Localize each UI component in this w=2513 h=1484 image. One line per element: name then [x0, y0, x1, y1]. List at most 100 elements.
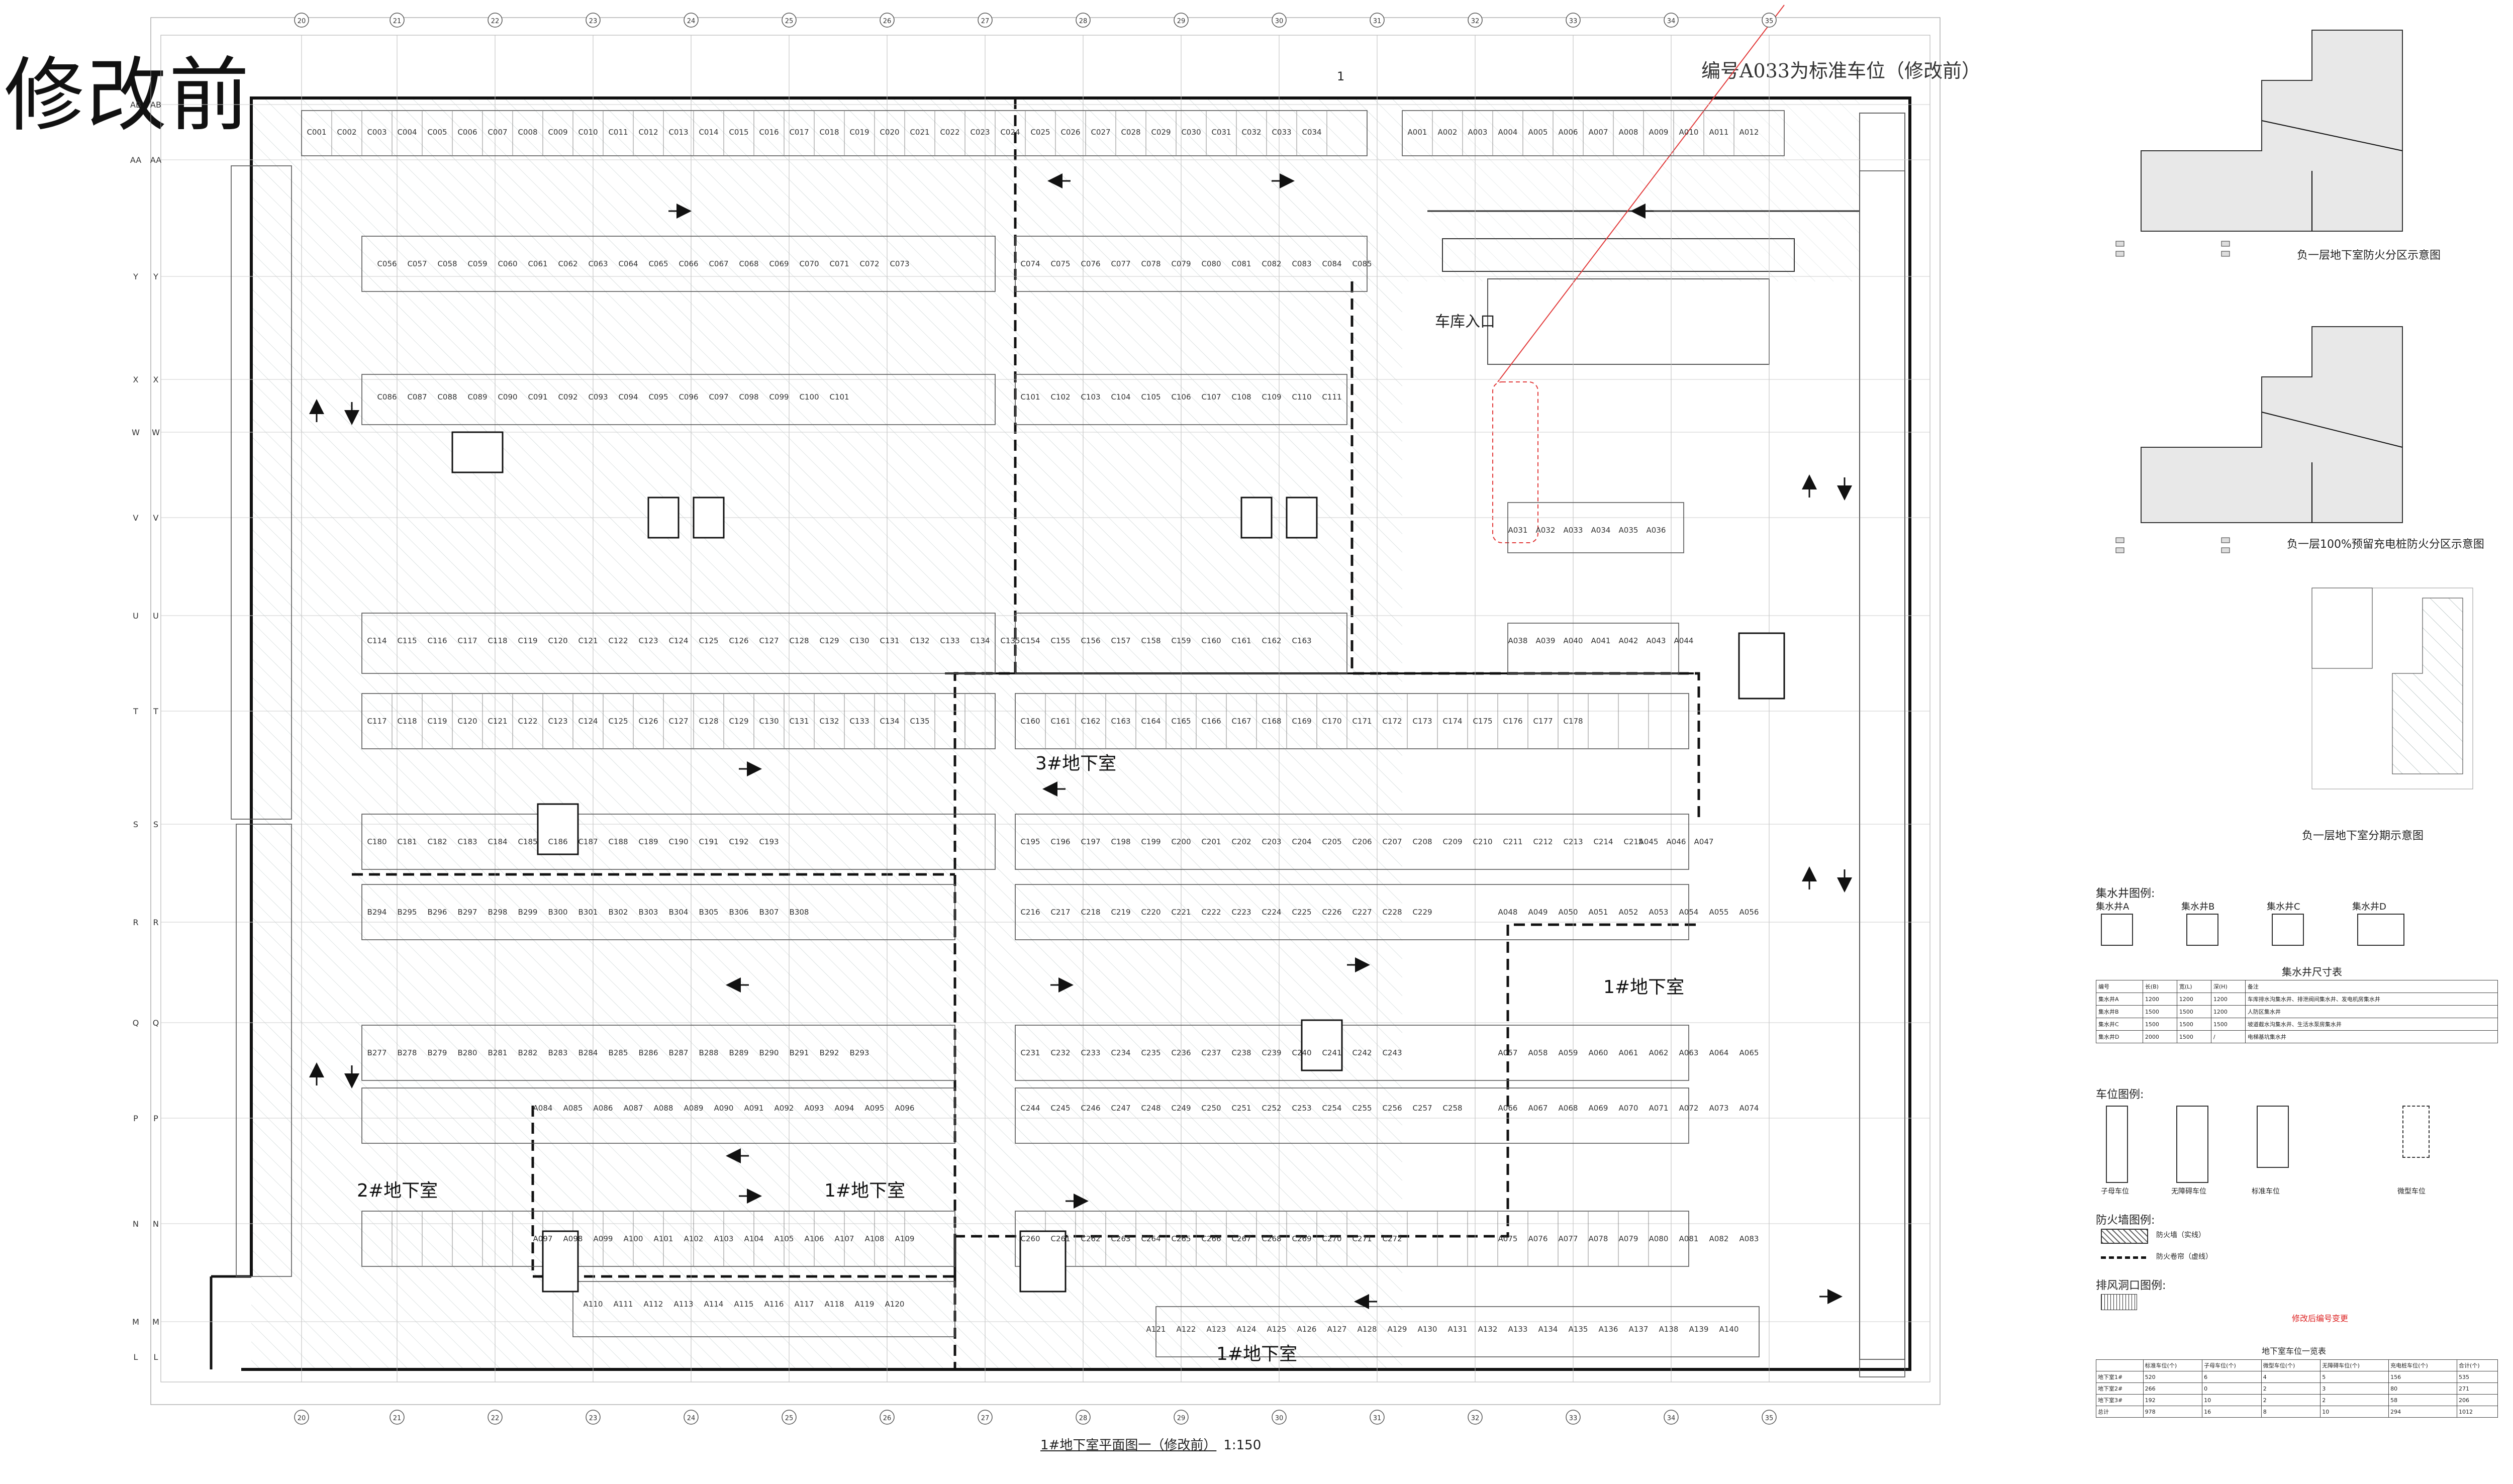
parking-stall-label[interactable]: C128	[699, 717, 718, 726]
parking-stall-label[interactable]: C160	[1201, 636, 1221, 645]
parking-stall-label[interactable]: C125	[699, 636, 718, 645]
parking-stall-label[interactable]: B281	[488, 1048, 508, 1057]
parking-stall-label[interactable]: C009	[548, 128, 567, 137]
parking-stall-label[interactable]: C201	[1201, 837, 1221, 846]
parking-stall-label[interactable]: B293	[850, 1048, 869, 1057]
parking-stall-label[interactable]: A131	[1448, 1325, 1468, 1334]
parking-stall-label[interactable]: A091	[744, 1104, 764, 1113]
parking-stall-label[interactable]: C168	[1262, 717, 1281, 726]
parking-stall-label[interactable]: C088	[437, 392, 457, 402]
parking-stall-label[interactable]: C101	[829, 392, 849, 402]
parking-stall-label[interactable]: A094	[835, 1104, 854, 1113]
parking-stall-label[interactable]: C020	[880, 128, 899, 137]
parking-stall-label[interactable]: C116	[427, 636, 447, 645]
parking-stall-label[interactable]: C214	[1593, 837, 1613, 846]
parking-stall-label[interactable]: A036	[1647, 526, 1666, 535]
parking-stall-label[interactable]: C070	[799, 259, 819, 268]
parking-stall-label[interactable]: C197	[1081, 837, 1100, 846]
parking-stall-label[interactable]: C107	[1201, 392, 1221, 402]
parking-stall-label[interactable]: C031	[1211, 128, 1231, 137]
parking-stall-label[interactable]: C207	[1382, 837, 1402, 846]
parking-stall-label[interactable]: C023	[970, 128, 990, 137]
parking-stall-label[interactable]: C164	[1141, 717, 1161, 726]
parking-stall-label[interactable]: A071	[1649, 1104, 1669, 1113]
parking-stall-label[interactable]: A001	[1408, 128, 1427, 137]
parking-stall-label[interactable]: C227	[1352, 908, 1372, 917]
parking-stall-label[interactable]: C120	[457, 717, 477, 726]
parking-stall-label[interactable]: C010	[578, 128, 598, 137]
parking-stall-label[interactable]: C072	[859, 259, 879, 268]
parking-stall-label[interactable]: C172	[1382, 717, 1402, 726]
parking-stall-label[interactable]: B287	[669, 1048, 689, 1057]
parking-stall-label[interactable]: A041	[1591, 636, 1611, 645]
parking-stall-label[interactable]: A089	[684, 1104, 704, 1113]
parking-stall-label[interactable]: A106	[805, 1234, 824, 1243]
parking-stall-label[interactable]: C065	[648, 259, 668, 268]
parking-stall-label[interactable]: B296	[428, 908, 447, 917]
parking-stall-label[interactable]: A136	[1599, 1325, 1618, 1334]
parking-stall-label[interactable]: C204	[1292, 837, 1311, 846]
parking-stall-label[interactable]: A127	[1327, 1325, 1347, 1334]
parking-stall-label[interactable]: C163	[1111, 717, 1130, 726]
parking-stall-label[interactable]: A064	[1709, 1048, 1729, 1057]
parking-stall-label[interactable]: C157	[1111, 636, 1130, 645]
parking-stall-label[interactable]: A119	[855, 1300, 875, 1309]
parking-stall-label[interactable]: C024	[1000, 128, 1020, 137]
parking-stall-label[interactable]: B308	[790, 908, 809, 917]
parking-stall-label[interactable]: A102	[684, 1234, 704, 1243]
parking-stall-label[interactable]: C118	[397, 717, 417, 726]
parking-stall-label[interactable]: C155	[1050, 636, 1070, 645]
parking-stall-label[interactable]: C103	[1081, 392, 1100, 402]
parking-stall-label[interactable]: C060	[498, 259, 517, 268]
parking-stall-label[interactable]: A049	[1528, 908, 1548, 917]
parking-stall-label[interactable]: C208	[1412, 837, 1432, 846]
parking-stall-label[interactable]: C132	[910, 636, 929, 645]
parking-stall-label[interactable]: A003	[1468, 128, 1488, 137]
parking-stall-label[interactable]: C224	[1262, 908, 1281, 917]
parking-stall-label[interactable]: C059	[467, 259, 487, 268]
parking-stall-label[interactable]: C069	[769, 259, 789, 268]
parking-stall-label[interactable]: C270	[1322, 1234, 1341, 1243]
parking-stall-label[interactable]: A047	[1694, 837, 1714, 846]
parking-stall-label[interactable]: C068	[739, 259, 758, 268]
parking-stall-label[interactable]: C133	[849, 717, 869, 726]
parking-stall-label[interactable]: C058	[437, 259, 457, 268]
parking-stall-label[interactable]: A122	[1177, 1325, 1196, 1334]
parking-stall-label[interactable]: A040	[1564, 636, 1583, 645]
parking-stall-label[interactable]: C263	[1111, 1234, 1130, 1243]
parking-stall-label[interactable]: C097	[709, 392, 728, 402]
parking-stall-label[interactable]: A034	[1591, 526, 1611, 535]
parking-stall-label[interactable]: A130	[1418, 1325, 1437, 1334]
parking-stall-label[interactable]: A107	[835, 1234, 854, 1243]
parking-stall-label[interactable]: A097	[533, 1234, 553, 1243]
parking-stall-label[interactable]: C066	[679, 259, 698, 268]
parking-stall-label[interactable]: C082	[1262, 259, 1281, 268]
parking-stall-label[interactable]: C239	[1262, 1048, 1281, 1057]
parking-stall-label[interactable]: C205	[1322, 837, 1341, 846]
parking-stall-label[interactable]: A070	[1619, 1104, 1638, 1113]
parking-stall-label[interactable]: C084	[1322, 259, 1341, 268]
parking-stall-label[interactable]: A138	[1659, 1325, 1679, 1334]
parking-stall-label[interactable]: B282	[518, 1048, 538, 1057]
parking-stall-label[interactable]: A056	[1739, 908, 1759, 917]
parking-stall-label[interactable]: C134	[970, 636, 990, 645]
parking-stall-label[interactable]: C252	[1262, 1104, 1281, 1113]
parking-stall-label[interactable]: B283	[548, 1048, 568, 1057]
parking-stall-label[interactable]: C188	[608, 837, 628, 846]
parking-stall-label[interactable]: C117	[367, 717, 386, 726]
parking-stall-label[interactable]: A098	[563, 1234, 583, 1243]
parking-stall-label[interactable]: C085	[1352, 259, 1372, 268]
parking-stall-label[interactable]: C102	[1050, 392, 1070, 402]
parking-stall-label[interactable]: C122	[608, 636, 628, 645]
parking-stall-label[interactable]: C076	[1081, 259, 1100, 268]
parking-stall-label[interactable]: A139	[1689, 1325, 1709, 1334]
parking-stall-label[interactable]: C171	[1352, 717, 1372, 726]
parking-stall-label[interactable]: C119	[518, 636, 537, 645]
parking-stall-label[interactable]: C238	[1231, 1048, 1251, 1057]
parking-stall-label[interactable]: C062	[558, 259, 577, 268]
parking-stall-label[interactable]: C191	[699, 837, 718, 846]
parking-stall-label[interactable]: B294	[367, 908, 387, 917]
parking-stall-label[interactable]: C019	[849, 128, 869, 137]
parking-stall-label[interactable]: A111	[614, 1300, 633, 1309]
parking-stall-label[interactable]: A134	[1538, 1325, 1558, 1334]
